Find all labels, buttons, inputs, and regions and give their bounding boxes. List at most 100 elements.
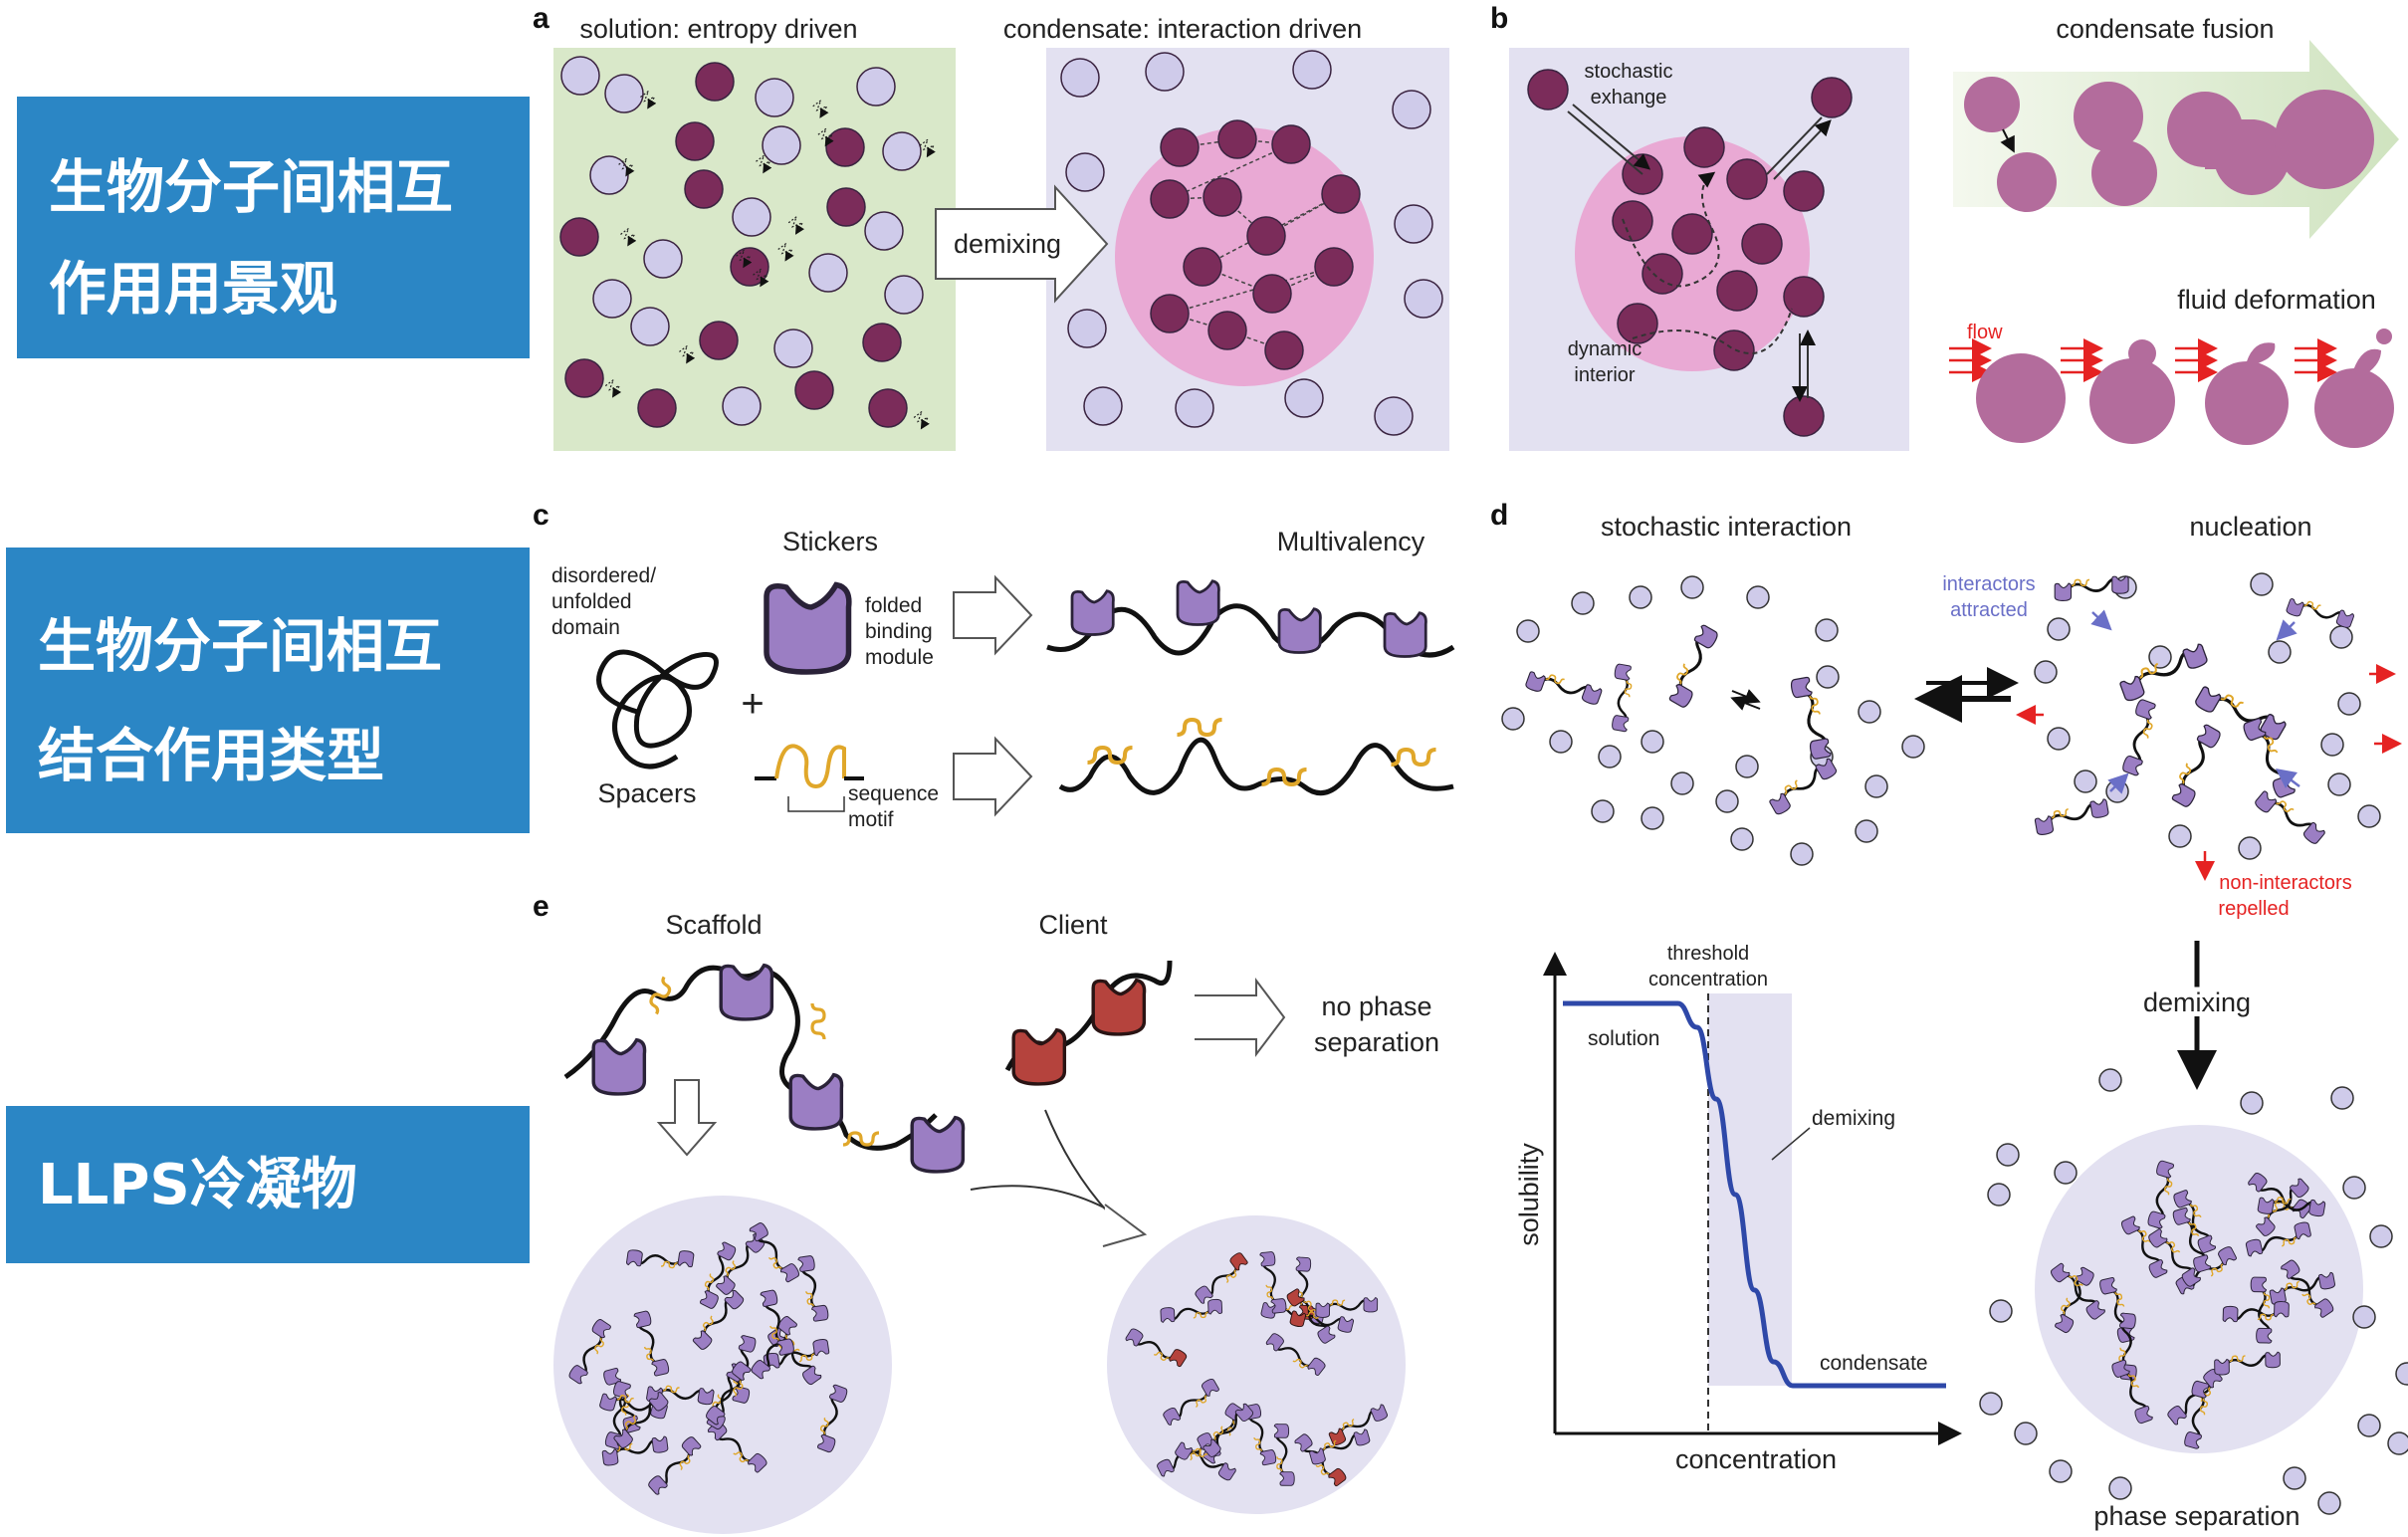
- dark-particle: [1783, 276, 1825, 318]
- molecule: [2118, 642, 2210, 704]
- molecule: [2285, 597, 2355, 630]
- non-interactor: [2357, 1414, 2381, 1437]
- sidebar-label-line: 生物分子间相互: [38, 612, 443, 680]
- non-interactor: [1730, 827, 1754, 851]
- attraction-arrow: [2276, 619, 2298, 641]
- brownian-path: [756, 153, 772, 174]
- folded-label-2: binding: [865, 620, 933, 643]
- sidebar-label-line: 生物分子间相互: [49, 153, 454, 221]
- light-particle: [1175, 388, 1214, 428]
- sidebar-label-landscape: 生物分子间相互 作用用景观: [17, 97, 530, 358]
- non-interactor: [2387, 1431, 2408, 1455]
- folded-binding-module: [766, 585, 849, 673]
- non-interactor: [1996, 1143, 2020, 1167]
- sidebar-label-line: 结合作用类型: [38, 722, 385, 789]
- molecule: [1611, 663, 1634, 733]
- molecule: [731, 1334, 758, 1405]
- light-particle: [1392, 90, 1431, 129]
- molecule: [2034, 797, 2110, 836]
- molecule: [2222, 1300, 2290, 1323]
- molecule: [625, 1248, 695, 1269]
- dark-particle: [1207, 311, 1247, 350]
- sticker: [2054, 582, 2073, 601]
- droplet-fragment: [2376, 329, 2392, 344]
- disordered-label-1: disordered/: [551, 564, 656, 587]
- brownian-path: [777, 241, 794, 262]
- molecule: [797, 1254, 830, 1322]
- non-interactor: [2342, 1176, 2366, 1200]
- motif: [2263, 1291, 2271, 1310]
- dark-particle: [637, 388, 677, 428]
- scaffold-condensate-contents: [566, 1220, 849, 1496]
- non-interactor: [1549, 730, 1573, 754]
- client-sticker: [1011, 1027, 1067, 1086]
- dark-particle: [1264, 330, 1304, 370]
- dark-particle: [1203, 177, 1242, 217]
- deforming-droplet: [1976, 353, 2066, 443]
- motif: [1329, 1299, 1346, 1306]
- molecule: [2255, 1177, 2311, 1238]
- non-interactor: [1516, 619, 1540, 643]
- brownian-path: [640, 89, 657, 110]
- light-particle: [1404, 279, 1443, 319]
- non-interactor: [2049, 1459, 2073, 1483]
- dark-particle: [1726, 158, 1768, 200]
- molecule: [2146, 1159, 2175, 1230]
- molecule: [2098, 1276, 2135, 1344]
- exchange-arrow: [1766, 116, 1823, 175]
- threshold-label-2: concentration: [1648, 969, 1768, 990]
- exchange-label-2: exhange: [1591, 87, 1667, 109]
- dark-particle: [825, 127, 865, 167]
- sticker: [2118, 674, 2146, 704]
- sticker: [1524, 670, 1547, 694]
- nucleation-title: nucleation: [2189, 512, 2311, 542]
- non-interactor: [2148, 645, 2172, 669]
- brownian-path: [679, 343, 696, 364]
- deforming-droplet: [2205, 361, 2289, 445]
- dark-particle: [1642, 253, 1683, 295]
- dark-particle: [1741, 223, 1783, 265]
- motif: [1623, 680, 1634, 699]
- non-interactor: [1746, 585, 1770, 609]
- molecule: [2054, 575, 2129, 601]
- dark-particle: [695, 62, 735, 102]
- panel-e-letter: e: [533, 890, 549, 923]
- molecule: [2182, 1380, 2210, 1450]
- brownian-path: [753, 267, 769, 288]
- motif-chain: [1058, 737, 1454, 796]
- non-interactor: [2357, 804, 2381, 828]
- brownian-path: [787, 215, 805, 235]
- solution-particles: [559, 56, 936, 430]
- sticker: [2193, 685, 2223, 715]
- molecule: [1161, 1377, 1220, 1427]
- molecule: [704, 1360, 753, 1427]
- non-interactor: [1979, 1392, 2003, 1416]
- molecule: [1768, 757, 1839, 817]
- non-interactor: [2330, 1086, 2354, 1110]
- dark-particle: [1150, 179, 1190, 219]
- molecule: [1308, 1427, 1372, 1466]
- panel-d-letter: d: [1490, 499, 1508, 532]
- non-interactor: [1715, 789, 1739, 813]
- light-particle: [1394, 204, 1433, 244]
- fusion-droplet: [1997, 152, 2057, 212]
- stochastic-scene: [1501, 575, 1925, 866]
- brownian-path: [812, 99, 829, 118]
- dark-particle: [1217, 119, 1257, 159]
- fusion-droplet-merged: [2275, 90, 2374, 189]
- dark-particle: [1783, 170, 1825, 212]
- sticker: [2133, 698, 2157, 721]
- molecule: [2250, 1276, 2273, 1344]
- non-interactor: [1858, 700, 1881, 724]
- dark-particle: [1811, 77, 1853, 118]
- sequence-label-1: sequence: [848, 782, 939, 805]
- molecule: [1124, 1326, 1189, 1368]
- molecule: [715, 1232, 767, 1297]
- light-particle: [1083, 386, 1123, 426]
- panel-b-letter: b: [1490, 2, 1508, 35]
- non-interactor: [1571, 591, 1595, 615]
- attracted-label-2: attracted: [1950, 599, 2028, 621]
- exchange-arrow: [1572, 104, 1651, 170]
- dark-particle: [564, 358, 604, 398]
